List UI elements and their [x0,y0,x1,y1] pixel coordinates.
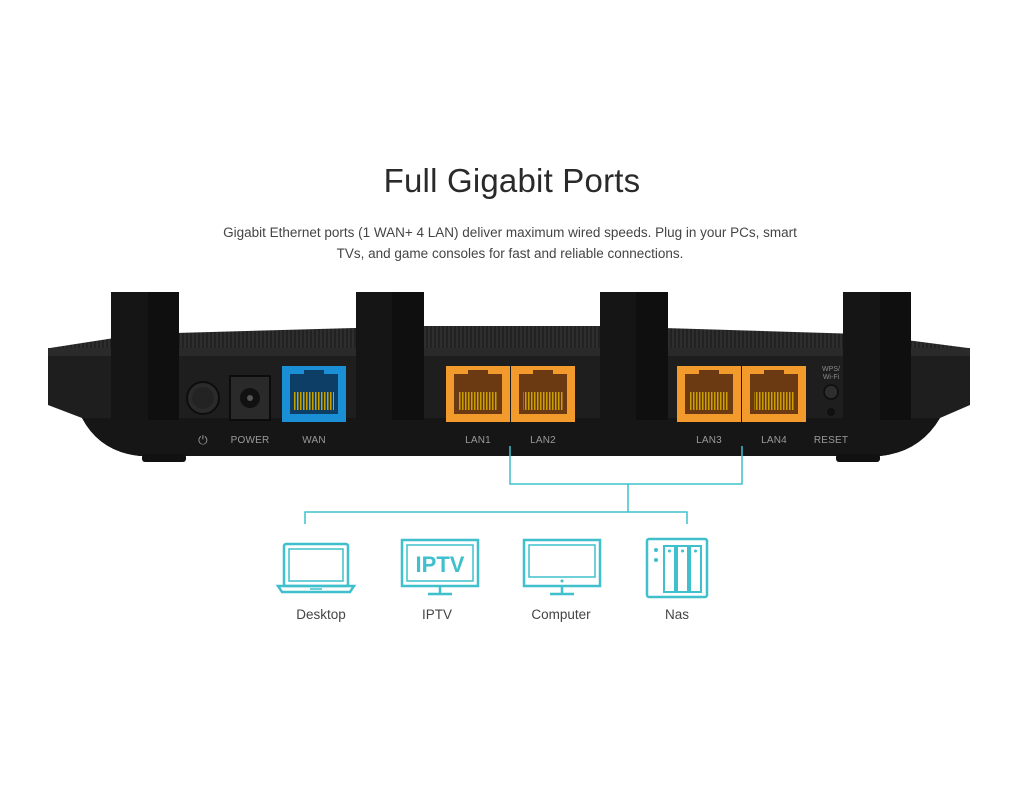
monitor-icon [522,538,602,596]
device-label-computer: Computer [531,607,591,622]
tv-icon: IPTV [400,538,480,596]
wps-label: WPS/ Wi-Fi [822,366,840,381]
wan-port [282,366,346,422]
device-label-desktop: Desktop [296,607,346,622]
reset-button [827,408,835,416]
lan1-label: LAN1 [465,435,491,446]
reset-label: RESET [813,435,849,446]
device-label-nas: Nas [664,607,689,622]
lan2-label: LAN2 [530,435,556,446]
lan3-label: LAN3 [696,435,722,446]
wan-label: WAN [302,435,326,446]
router-foot-left [142,454,186,462]
antennas [111,292,911,420]
device-label-iptv: IPTV [421,607,452,622]
lan4-label: LAN4 [761,435,787,446]
router-foot-right [836,454,880,462]
page-description: Gigabit Ethernet ports (1 WAN+ 4 LAN) de… [210,222,810,264]
description-line-2: TVs, and game consoles for fast and reli… [336,246,684,261]
page-title: Full Gigabit Ports [383,162,641,199]
power-symbol-label: ⏻ [198,433,208,447]
tv-screen-text: IPTV [416,552,465,577]
lan-ports [446,366,806,422]
connector-lines [304,446,743,524]
wps-button [823,384,839,400]
description-line-1: Gigabit Ethernet ports (1 WAN+ 4 LAN) de… [223,225,797,240]
power-label: POWER [230,435,270,446]
nas-icon [645,537,709,599]
laptop-icon [276,542,356,594]
